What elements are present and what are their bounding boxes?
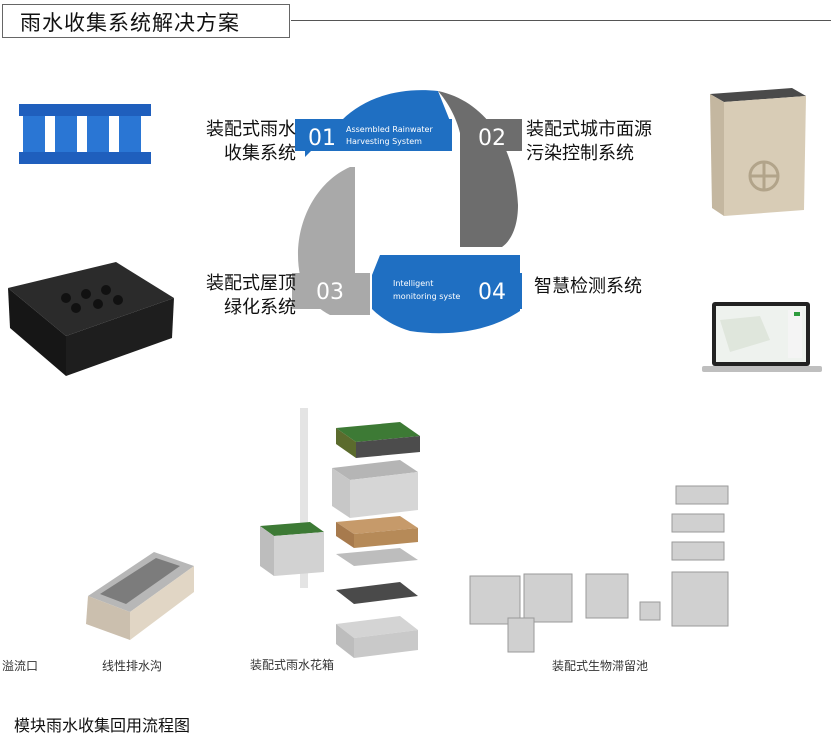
- cycle-num-04: 04: [478, 280, 506, 305]
- cycle-segment-02: [438, 91, 518, 247]
- cycle-number-box-04: [375, 273, 522, 309]
- rain-module-image: [19, 104, 151, 164]
- service-02-label: 装配式城市面源 污染控制系统: [526, 118, 652, 166]
- caption-bioretention: 装配式生物滞留池: [552, 659, 649, 673]
- pollution-box-image: [710, 88, 806, 216]
- caption-overflow: 溢流口: [2, 659, 39, 673]
- service-04-label: 智慧检测系统: [534, 276, 642, 297]
- cycle-en-04a: Intelligent: [393, 279, 433, 288]
- cycle-en-01a: Assembled Rainwater: [346, 125, 433, 134]
- cycle-en-01b: Harvesting System: [346, 137, 422, 146]
- laptop-image: [702, 302, 822, 372]
- linear-drain-image: [86, 552, 194, 640]
- cycle-num-03: 03: [316, 280, 344, 305]
- service-03-line1: 装配式屋顶: [206, 273, 296, 294]
- title-box: [2, 4, 290, 38]
- roof-tray-image: [8, 262, 174, 376]
- caption-planter: 装配式雨水花箱: [250, 658, 335, 672]
- service-01-line2: 收集系统: [224, 143, 296, 164]
- cycle-num-02: 02: [478, 126, 506, 151]
- cycle-num-01: 01: [308, 126, 336, 151]
- cycle-diagram: 01 Assembled Rainwater Harvesting System…: [292, 90, 522, 334]
- cycle-number-box-01: [295, 119, 452, 151]
- service-02-line1: 装配式城市面源: [526, 119, 652, 140]
- service-01-line1: 装配式雨水: [206, 119, 296, 140]
- rain-planter-image: [260, 408, 420, 658]
- service-02-line2: 污染控制系统: [526, 143, 634, 164]
- service-01-label: 装配式雨水 收集系统: [192, 118, 296, 166]
- footer-caption: 模块雨水收集回用流程图: [14, 716, 191, 735]
- cycle-en-04b: monitoring syste: [393, 292, 460, 301]
- title-divider: [291, 20, 831, 21]
- service-03-line2: 绿化系统: [224, 297, 296, 318]
- cycle-number-box-02: [460, 119, 522, 151]
- cycle-number-box-03: [292, 273, 370, 309]
- bioretention-image: [469, 485, 729, 653]
- page-title: 雨水收集系统解决方案: [20, 11, 240, 35]
- caption-drain: 线性排水沟: [102, 659, 163, 673]
- service-03-label: 装配式屋顶 绿化系统: [192, 272, 296, 320]
